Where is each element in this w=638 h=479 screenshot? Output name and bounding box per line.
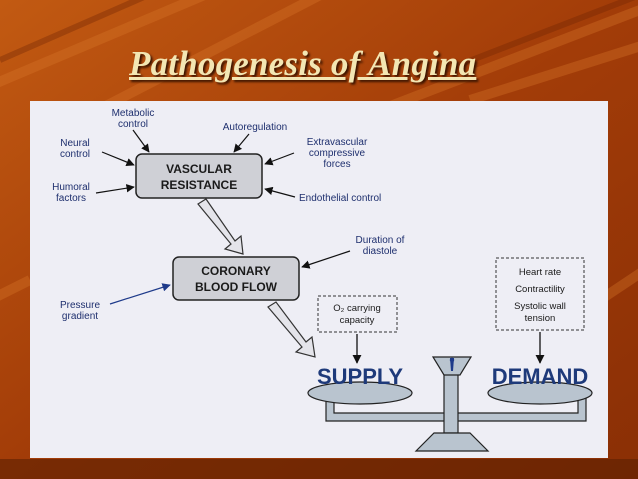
neural-label-2: control: [60, 149, 90, 160]
extravascular-label-3: forces: [323, 159, 350, 170]
demand-contractility: Contractility: [515, 284, 565, 295]
demand-wall-tension-2: tension: [525, 313, 556, 324]
coronary-blood-flow-box: CORONARY BLOOD FLOW: [172, 256, 300, 301]
demand-pan: [487, 381, 593, 405]
o2-capacity-line2: capacity: [340, 315, 375, 326]
flow-to-supply-arrow: [267, 301, 316, 358]
balance-scale: [307, 356, 593, 452]
diastole-label-1: Duration of: [356, 235, 405, 246]
pressure-label-1: Pressure: [60, 300, 100, 311]
o2-capacity-box: O₂ carrying capacity: [317, 295, 398, 333]
demand-wall-tension-1: Systolic wall: [514, 301, 566, 312]
supply-label: SUPPLY: [317, 364, 403, 389]
diastole-label-2: diastole: [363, 246, 398, 257]
endothelial-label: Endothelial control: [299, 193, 381, 204]
diastole-arrow: [301, 250, 351, 269]
autoregulation-label: Autoregulation: [223, 122, 288, 133]
pressure-label-2: gradient: [62, 311, 98, 322]
o2-capacity-line1: O₂ carrying: [333, 303, 381, 314]
coronary-flow-line2: BLOOD FLOW: [195, 280, 278, 294]
angina-diagram: VASCULAR RESISTANCE Metabolic control Au…: [52, 108, 593, 452]
vascular-resistance-line2: RESISTANCE: [161, 178, 237, 192]
resistance-input-arrows: [95, 129, 296, 198]
vascular-resistance-box: VASCULAR RESISTANCE: [135, 153, 263, 199]
metabolic-label-1: Metabolic: [112, 108, 155, 119]
slide-title: Pathogenesis of Angina: [129, 44, 477, 83]
coronary-flow-line1: CORONARY: [201, 264, 271, 278]
demand-label: DEMAND: [492, 364, 589, 389]
extravascular-label-1: Extravascular: [307, 137, 368, 148]
humoral-label-2: factors: [56, 193, 86, 204]
supply-pan: [307, 381, 413, 405]
resistance-to-flow-arrow: [197, 198, 244, 255]
humoral-label-1: Humoral: [52, 182, 90, 193]
pressure-arrow: [109, 283, 171, 305]
demand-factors-box: Heart rate Contractility Systolic wall t…: [495, 257, 585, 331]
metabolic-label-2: control: [118, 119, 148, 130]
neural-label-1: Neural: [60, 138, 89, 149]
extravascular-label-2: compressive: [309, 148, 366, 159]
vascular-resistance-line1: VASCULAR: [166, 162, 232, 176]
demand-heart-rate: Heart rate: [519, 267, 561, 278]
diagram-panel: VASCULAR RESISTANCE Metabolic control Au…: [30, 101, 608, 458]
